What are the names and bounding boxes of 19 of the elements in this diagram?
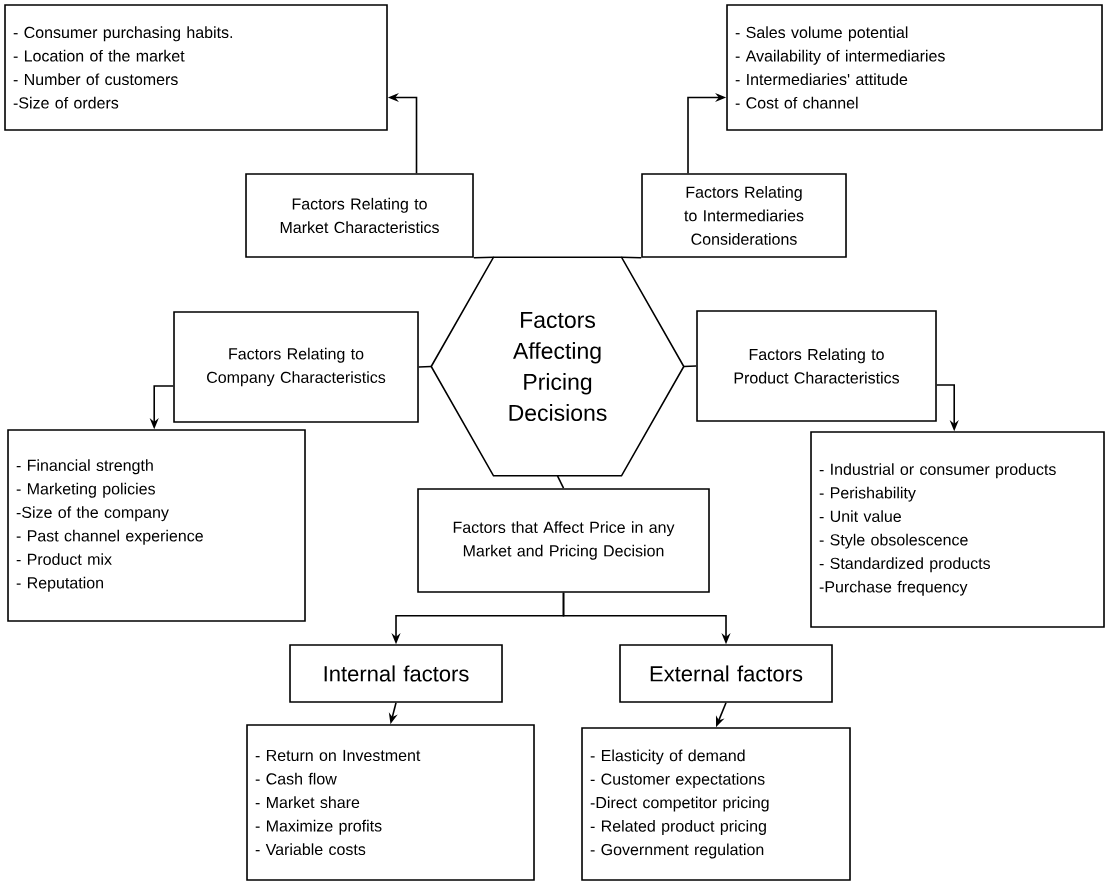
list-box: - Return on Investment - Cash flow - Market share - Maximize profits - Variable costs xyxy=(246,724,535,881)
connector-line xyxy=(556,474,565,489)
list-box: - Sales volume potential - Availability of intermediaries - Intermediaries' attitude - Cost of channel xyxy=(726,4,1103,131)
factor-box: Internal factors xyxy=(289,644,503,703)
list-box: - Financial strength - Marketing policies -Size of the company - Past channel experience - Product mix - Reputation xyxy=(7,429,306,622)
factor-box: Factors Relating to Company Characteristics xyxy=(173,311,419,423)
connector-line xyxy=(473,256,495,259)
connector-line xyxy=(620,256,642,259)
connector-line xyxy=(683,365,697,368)
list-box: - Industrial or consumer products - Perishability - Unit value - Style obsolescence - Standardized products -Purchase frequency xyxy=(810,431,1105,628)
hexagon: Factors Affecting Pricing Decisions xyxy=(430,256,685,477)
list-box: - Consumer purchasing habits. - Location of the market - Number of customers -Size of orders xyxy=(4,4,388,131)
factor-box: External factors xyxy=(619,644,833,703)
factor-box: Factors Relating to Intermediaries Considerations xyxy=(641,173,847,258)
connector-line xyxy=(418,365,432,368)
list-box: - Elasticity of demand - Customer expectations -Direct competitor pricing - Related product pricing - Government regulation xyxy=(581,727,851,881)
factor-box: Factors Relating to Product Characteristics xyxy=(696,310,937,422)
factor-box: Factors that Affect Price in any Market and Pricing Decision xyxy=(417,488,710,593)
factor-box: Factors Relating to Market Characteristics xyxy=(245,173,474,258)
